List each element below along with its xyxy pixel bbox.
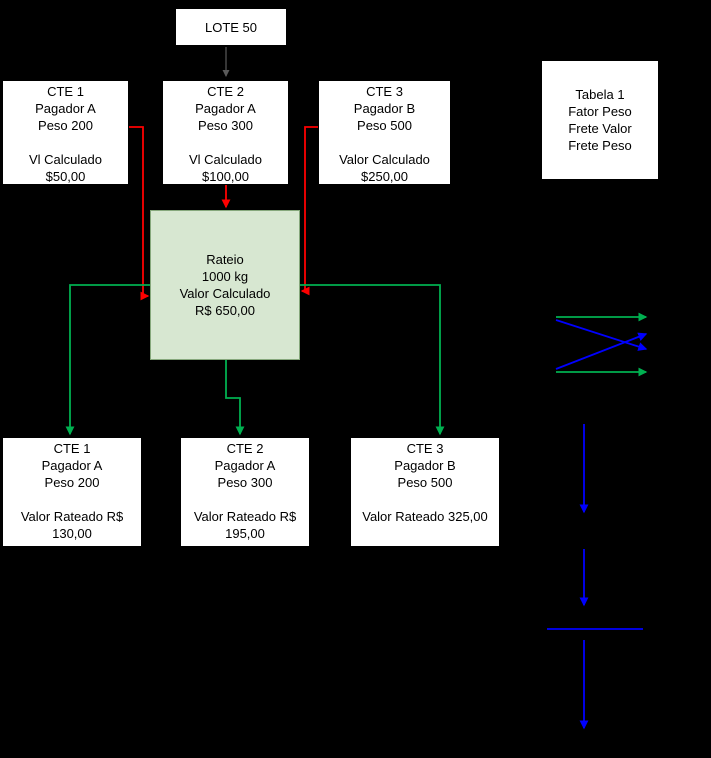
arrow-rateio-to-cte1 <box>65 284 150 436</box>
rateio-valor: R$ 650,00 <box>195 303 255 318</box>
cte2-bottom-peso: Peso 300 <box>217 475 273 490</box>
cte2-bottom-rateado-label: Valor Rateado R$ <box>193 509 297 524</box>
cte3-top-pagador: Pagador B <box>353 101 416 116</box>
cte3-top-title: CTE 3 <box>366 84 403 99</box>
tabela-frete-valor: Frete Valor <box>568 121 632 136</box>
cte2-bottom-spacer <box>181 491 309 508</box>
rateio-peso: 1000 kg <box>201 269 249 284</box>
cte1-top-pagador: Pagador A <box>35 101 96 116</box>
cte2-top-valor-label: Vl Calculado <box>189 152 262 167</box>
cte1-bottom-peso: Peso 200 <box>44 475 100 490</box>
cte2-top-valor: $100,00 <box>202 169 249 184</box>
cte3-bottom-title: CTE 3 <box>406 441 444 456</box>
cte3-bottom-rateado: Valor Rateado 325,00 <box>362 509 488 524</box>
cte3-top-peso: Peso 500 <box>357 118 412 133</box>
cte1-top-title: CTE 1 <box>47 84 84 99</box>
cte3-bottom-spacer <box>351 491 499 508</box>
node-cte2-top: CTE 2 Pagador A Peso 300 Vl Calculado $1… <box>162 80 289 185</box>
node-cte3-top: CTE 3 Pagador B Peso 500 Valor Calculado… <box>318 80 451 185</box>
arrow-rateio-to-cte2 <box>225 360 245 436</box>
cte1-bottom-rateado-label: Valor Rateado R$ <box>20 509 124 524</box>
tabela-title: Tabela 1 <box>575 87 625 102</box>
cte2-top-spacer <box>163 134 288 151</box>
cte1-top-peso: Peso 200 <box>38 118 93 133</box>
cte1-bottom-spacer <box>3 491 141 508</box>
arrow-factor-blue-ascending <box>555 332 648 370</box>
rateio-valor-label: Valor Calculado <box>179 286 271 301</box>
tabela-fator-peso: Fator Peso <box>568 104 632 119</box>
tabela-frete-peso: Frete Peso <box>568 138 632 153</box>
cte1-bottom-rateado: 130,00 <box>52 526 92 541</box>
node-lote: LOTE 50 <box>175 8 287 46</box>
arrow-cte1-to-rateio <box>129 126 150 301</box>
node-lote-label: LOTE 50 <box>204 19 258 35</box>
node-cte1-bottom: CTE 1 Pagador A Peso 200 Valor Rateado R… <box>2 437 142 547</box>
cte2-bottom-pagador: Pagador A <box>214 458 276 473</box>
node-cte2-bottom: CTE 2 Pagador A Peso 300 Valor Rateado R… <box>180 437 310 547</box>
cte1-top-valor-label: Vl Calculado <box>29 152 102 167</box>
cte3-bottom-pagador: Pagador B <box>394 458 456 473</box>
cte3-bottom-peso: Peso 500 <box>397 475 453 490</box>
cte3-top-spacer <box>319 134 450 151</box>
cte3-top-valor-label: Valor Calculado <box>339 152 430 167</box>
cte2-top-title: CTE 2 <box>207 84 244 99</box>
node-cte3-bottom: CTE 3 Pagador B Peso 500 Valor Rateado 3… <box>350 437 500 547</box>
cte2-top-peso: Peso 300 <box>198 118 253 133</box>
cte3-top-valor: $250,00 <box>361 169 408 184</box>
arrow-factor-blue-descending <box>555 319 648 351</box>
cte1-bottom-title: CTE 1 <box>53 441 91 456</box>
cte2-bottom-title: CTE 2 <box>226 441 264 456</box>
node-cte1-top: CTE 1 Pagador A Peso 200 Vl Calculado $5… <box>2 80 129 185</box>
rateio-title: Rateio <box>206 252 244 267</box>
cte1-bottom-pagador: Pagador A <box>41 458 103 473</box>
cte1-top-valor: $50,00 <box>45 169 86 184</box>
cte2-bottom-rateado: 195,00 <box>225 526 265 541</box>
node-tabela: Tabela 1 Fator Peso Frete Valor Frete Pe… <box>541 60 659 180</box>
node-rateio: Rateio 1000 kg Valor Calculado R$ 650,00 <box>150 210 300 360</box>
arrow-rateio-to-cte3 <box>300 284 445 436</box>
cte1-top-spacer <box>3 134 128 151</box>
cte2-top-pagador: Pagador A <box>195 101 256 116</box>
arrow-cte3-to-rateio <box>300 126 318 296</box>
